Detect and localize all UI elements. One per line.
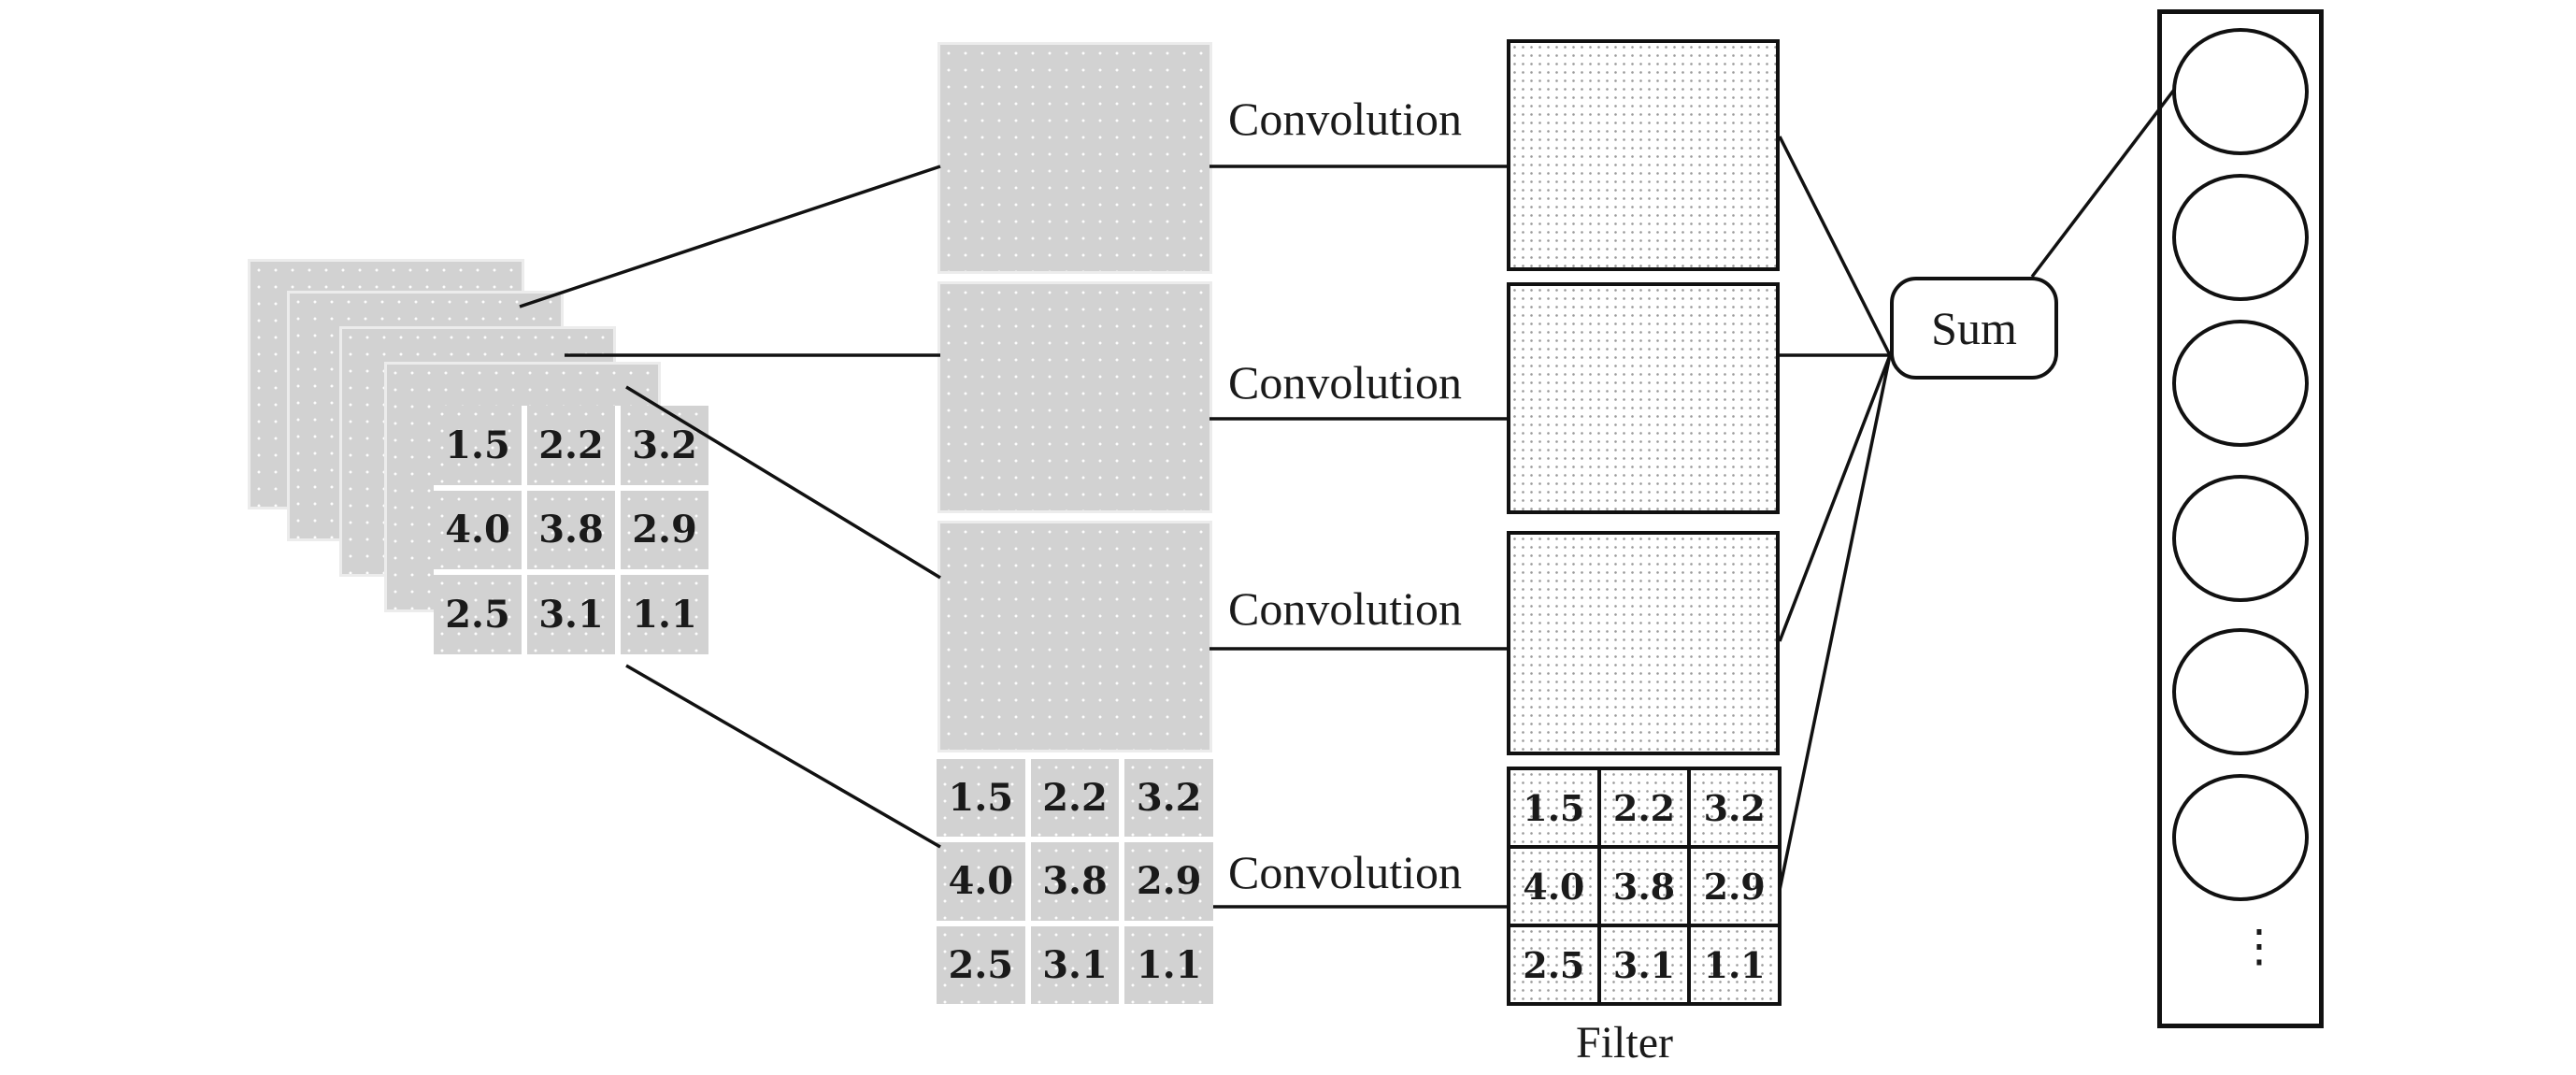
input-cell: 2.9: [621, 490, 708, 570]
channel-cell: 1.5: [937, 759, 1025, 838]
filter-cell: 4.0: [1510, 849, 1597, 924]
filter-cell: 1.1: [1691, 927, 1778, 1002]
filter-4-value-grid: 1.5 2.2 3.2 4.0 3.8 2.9 2.5 3.1 1.1: [1507, 767, 1782, 1006]
channel-cell: 3.8: [1030, 842, 1120, 921]
channel-map-4-value-grid: 1.5 2.2 3.2 4.0 3.8 2.9 2.5 3.1 1.1: [937, 759, 1213, 1004]
filter-cell: 2.5: [1510, 927, 1597, 1002]
filter-cell: 3.1: [1600, 927, 1688, 1002]
input-cell: 3.8: [527, 490, 615, 570]
sum-line-3: [1778, 354, 1892, 642]
channel-cell: 1.1: [1124, 925, 1213, 1004]
channel-map-2: [940, 284, 1209, 510]
channel-cell: 2.9: [1124, 842, 1213, 921]
sum-line-4: [1778, 354, 1892, 891]
filter-1: [1507, 39, 1780, 271]
filter-2: [1507, 282, 1780, 514]
output-neuron: [2172, 320, 2309, 447]
filter-label: Filter: [1576, 1018, 1673, 1068]
convolution-label-1: Convolution: [1228, 93, 1463, 145]
input-cell: 4.0: [434, 490, 522, 570]
split-line-1: [519, 165, 941, 308]
input-cell: 1.5: [434, 406, 522, 485]
filter-cell: 1.5: [1510, 770, 1597, 845]
convolution-label-2: Convolution: [1228, 356, 1463, 408]
channel-map-1: [940, 45, 1209, 271]
filter-3: [1507, 531, 1780, 755]
output-neuron: [2172, 628, 2309, 755]
output-ellipsis: ⋮: [2237, 924, 2282, 969]
output-neuron: [2172, 174, 2309, 301]
input-cell: 3.2: [621, 406, 708, 485]
convolution-label-3: Convolution: [1228, 582, 1463, 635]
output-neuron: [2172, 475, 2309, 602]
channel-cell: 4.0: [937, 842, 1025, 921]
convolution-label-4: Convolution: [1228, 846, 1463, 898]
input-cell: 2.2: [527, 406, 615, 485]
input-cell: 1.1: [621, 575, 708, 654]
filter-cell: 3.2: [1691, 770, 1778, 845]
split-line-4: [625, 664, 941, 849]
sum-node: Sum: [1890, 277, 2058, 380]
input-cell: 2.5: [434, 575, 522, 654]
channel-map-3: [940, 523, 1209, 750]
sum-line-1: [1778, 136, 1892, 356]
input-value-grid: 1.5 2.2 3.2 4.0 3.8 2.9 2.5 3.1 1.1: [434, 406, 708, 654]
input-cell: 3.1: [527, 575, 615, 654]
filter-cell: 2.9: [1691, 849, 1778, 924]
output-line: [2030, 88, 2176, 279]
sum-label: Sum: [1931, 302, 2017, 354]
output-neuron: [2172, 28, 2309, 155]
channel-cell: 3.1: [1030, 925, 1120, 1004]
output-neuron: [2172, 774, 2309, 901]
filter-cell: 2.2: [1600, 770, 1688, 845]
channel-cell: 2.5: [937, 925, 1025, 1004]
channel-cell: 2.2: [1030, 759, 1120, 838]
filter-cell: 3.8: [1600, 849, 1688, 924]
channel-cell: 3.2: [1124, 759, 1213, 838]
